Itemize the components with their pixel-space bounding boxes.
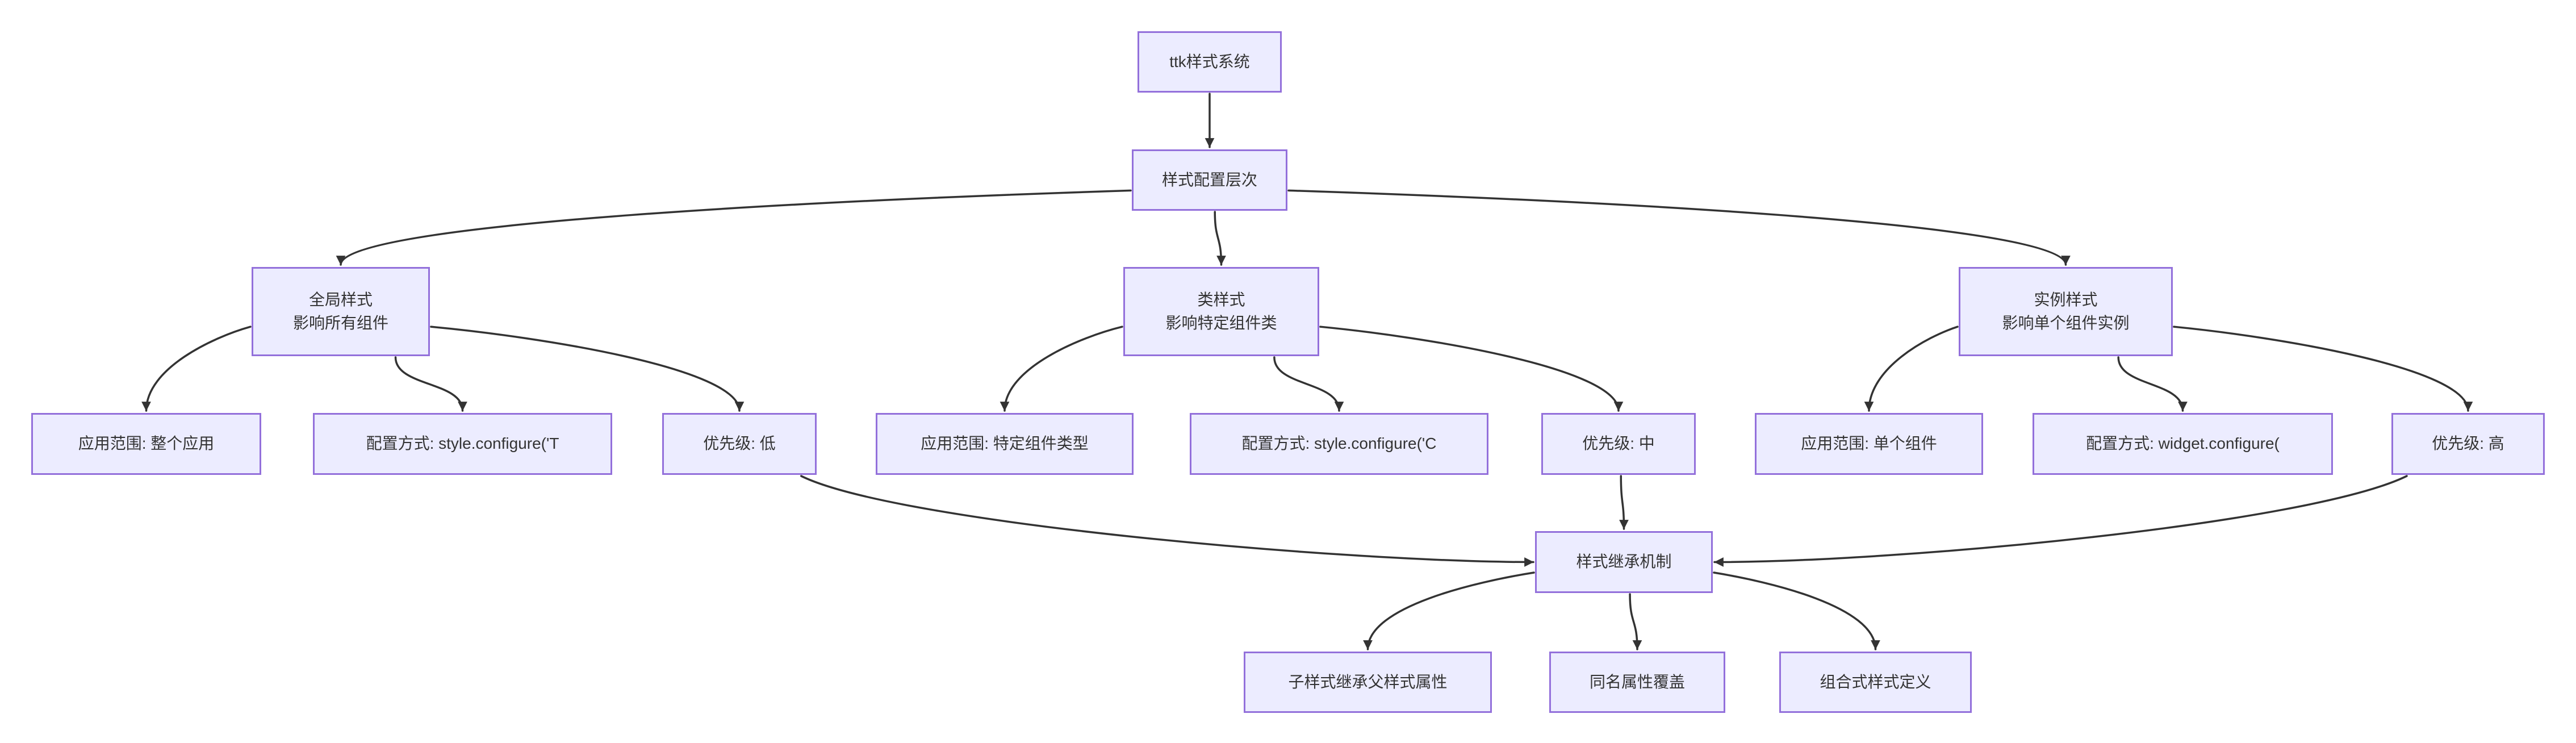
node-label: 配置方式: widget.configure(: [2086, 435, 2280, 453]
edge-c3-to-inherit: [1619, 475, 1629, 530]
node-instance-scope: 应用范围: 单个组件: [1755, 413, 1983, 475]
edge-g3-to-inherit: [800, 475, 1534, 567]
node-global-priority-low: 优先级: 低: [662, 413, 817, 475]
node-label: 样式继承机制: [1576, 553, 1672, 571]
edge-config-to-cls: [1214, 211, 1226, 266]
edge-instance-to-i1: [1864, 325, 1959, 412]
node-class-config-method: 配置方式: style.configure('C: [1190, 413, 1488, 475]
edge-inherit-to-h2: [1629, 593, 1642, 650]
node-label: 应用范围: 单个组件: [1801, 435, 1937, 453]
edge-global-to-g2: [394, 356, 467, 412]
node-global-config-method: 配置方式: style.configure('T: [313, 413, 612, 475]
edge-config-to-global: [336, 189, 1132, 266]
edge-inherit-to-h1: [1363, 571, 1535, 650]
node-label: 配置方式: style.configure('C: [1241, 435, 1437, 453]
node-class-priority-medium: 优先级: 中: [1541, 413, 1696, 475]
edge-cls-to-c1: [1000, 325, 1123, 412]
node-label: 配置方式: style.configure('T: [366, 435, 559, 453]
node-style-config-hierarchy: 样式配置层次: [1132, 149, 1287, 211]
node-instance-config-method: 配置方式: widget.configure(: [2033, 413, 2333, 475]
node-label: 应用范围: 特定组件类型: [921, 435, 1089, 453]
node-label-line2: 影响特定组件类: [1165, 314, 1277, 332]
edge-config-to-instance: [1287, 189, 2071, 266]
edge-i3-to-inherit: [1713, 475, 2408, 567]
edge-global-to-g3: [430, 325, 745, 412]
node-instance-style: 实例样式 影响单个组件实例: [1959, 267, 2173, 356]
edge-cls-to-c3: [1319, 325, 1624, 412]
edge-instance-to-i2: [2117, 356, 2188, 412]
edge-inherit-to-h3: [1713, 571, 1880, 650]
edge-instance-to-i3: [2173, 325, 2473, 412]
node-label: 优先级: 高: [2432, 435, 2504, 453]
node-label: 优先级: 低: [703, 435, 776, 453]
node-global-style: 全局样式 影响所有组件: [252, 267, 430, 356]
node-composite-style-definition: 组合式样式定义: [1779, 652, 1972, 713]
node-label-line2: 影响所有组件: [292, 314, 388, 332]
edge-cls-to-c2: [1273, 356, 1344, 412]
node-label-line1: 实例样式: [2034, 290, 2098, 308]
node-instance-priority-high: 优先级: 高: [2391, 413, 2545, 475]
node-label: 组合式样式定义: [1820, 673, 1931, 691]
node-global-scope: 应用范围: 整个应用: [31, 413, 261, 475]
node-same-name-attr-override: 同名属性覆盖: [1549, 652, 1725, 713]
node-label: 同名属性覆盖: [1589, 673, 1685, 691]
node-label-line2: 影响单个组件实例: [2002, 314, 2130, 332]
node-label: 样式配置层次: [1161, 170, 1257, 189]
node-label-line1: 全局样式: [308, 290, 373, 308]
node-class-scope: 应用范围: 特定组件类型: [876, 413, 1134, 475]
node-label: 应用范围: 整个应用: [78, 435, 215, 453]
node-label: ttk样式系统: [1169, 52, 1250, 70]
node-class-style: 类样式 影响特定组件类: [1123, 267, 1319, 356]
node-style-inheritance-mechanism: 样式继承机制: [1535, 531, 1713, 593]
edge-global-to-g1: [141, 325, 252, 412]
node-label-line1: 类样式: [1197, 290, 1245, 308]
node-label: 子样式继承父样式属性: [1288, 673, 1448, 691]
node-ttk-style-system: ttk样式系统: [1138, 31, 1282, 93]
node-child-inherits-parent-attrs: 子样式继承父样式属性: [1244, 652, 1492, 713]
node-label: 优先级: 中: [1582, 435, 1655, 453]
